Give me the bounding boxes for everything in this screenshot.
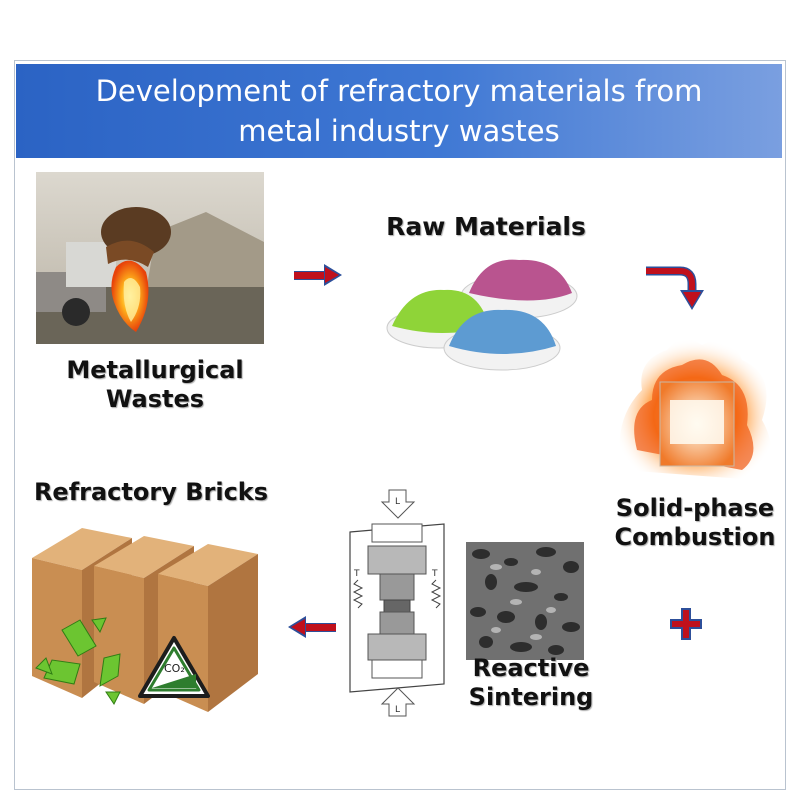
title-banner: Development of refractory materials from… [16, 64, 782, 158]
combustion-photo [612, 330, 782, 490]
diagram-title: Development of refractory materials from… [95, 74, 703, 148]
sem-micrograph [466, 542, 584, 660]
plus-icon [670, 608, 702, 640]
recycle-icon [35, 617, 121, 705]
arrow-right-1 [294, 264, 342, 286]
temp-label-left: T [353, 569, 360, 579]
step-label-sintering: Reactive Sintering [468, 654, 594, 711]
temp-label-right: T [431, 569, 438, 579]
step-label-raw: Raw Materials [386, 212, 586, 241]
step-label-wastes: Metallurgical Wastes [66, 356, 244, 413]
diagram-frame [14, 60, 786, 790]
co2-reduction-icon: CO₂ [138, 636, 210, 698]
load-label-bottom: L [395, 705, 400, 715]
arrow-left [288, 616, 336, 638]
co2-label: CO₂ [164, 662, 185, 675]
raw-materials-photo [384, 248, 584, 373]
step-label-combustion: Solid-phase Combustion [614, 494, 776, 551]
metallurgical-waste-photo [36, 172, 264, 344]
step-label-bricks: Refractory Bricks [33, 478, 269, 506]
load-label-top: L [395, 497, 400, 507]
arrow-curved-down [646, 266, 704, 310]
sintering-press-diagram: L T T L [344, 488, 456, 718]
